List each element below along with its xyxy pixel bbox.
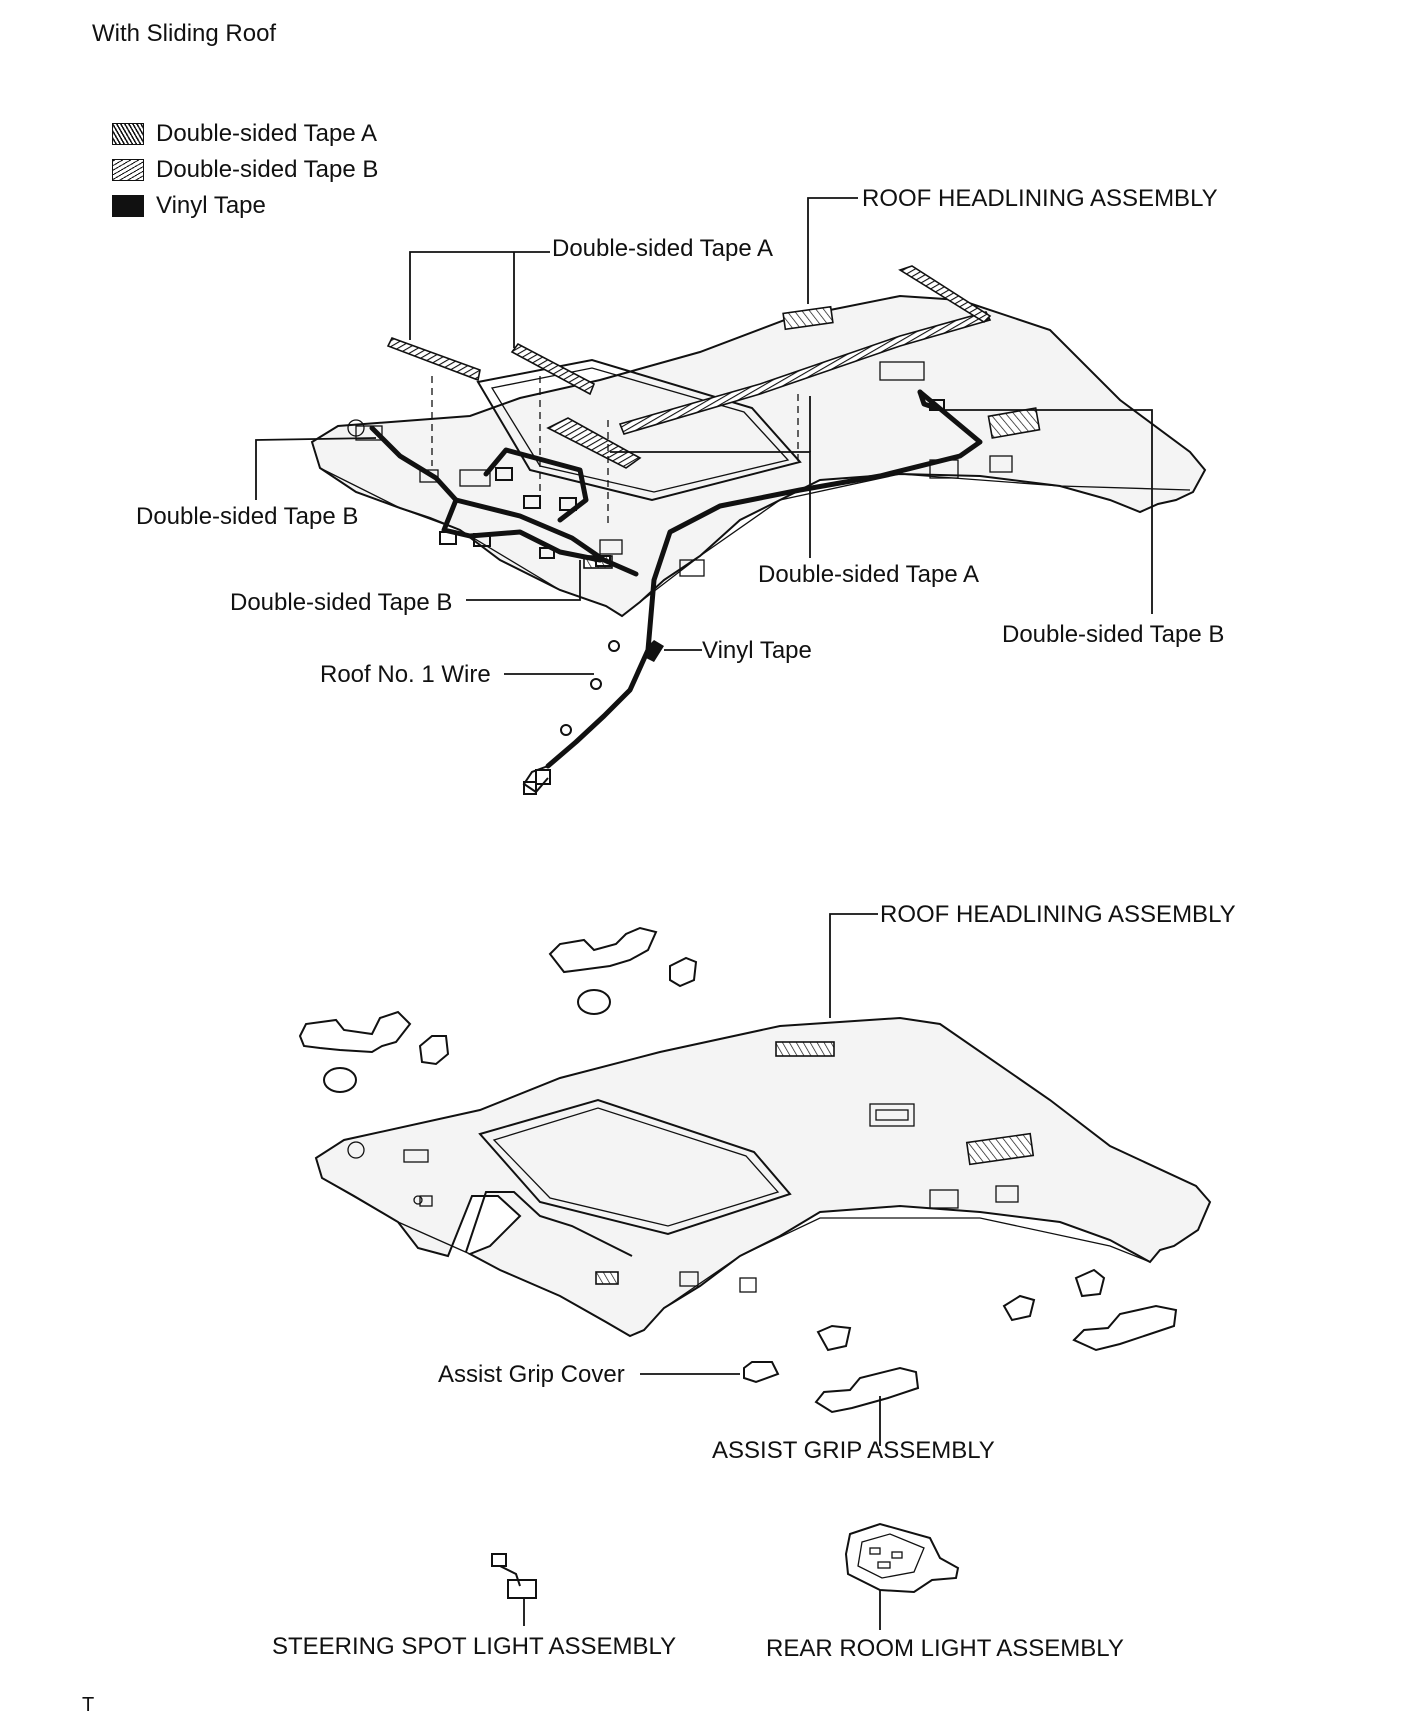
- label-steering-spot-light: STEERING SPOT LIGHT ASSEMBLY: [272, 1633, 676, 1660]
- label-roof-wire: Roof No. 1 Wire: [320, 661, 491, 688]
- assist-grip-top: [298, 926, 698, 1093]
- solid-black-icon: [112, 195, 144, 217]
- tape-a-strip: [898, 265, 992, 324]
- tape-a-strip: [386, 337, 481, 382]
- page-title: With Sliding Roof: [92, 20, 277, 47]
- steering-spot-light: [491, 1553, 537, 1599]
- label-roof-headlining-bottom: ROOF HEADLINING ASSEMBLY: [880, 901, 1236, 928]
- rear-room-light: [844, 1522, 960, 1594]
- label-roof-headlining-top: ROOF HEADLINING ASSEMBLY: [862, 185, 1218, 212]
- tape-a-strip: [546, 417, 642, 469]
- assist-grip-bottom: [743, 1268, 1178, 1414]
- label-assist-grip-cover: Assist Grip Cover: [438, 1361, 625, 1388]
- legend-label: Vinyl Tape: [156, 192, 266, 219]
- legend-label: Double-sided Tape B: [156, 156, 379, 183]
- vinyl-tape-piece: [646, 640, 664, 662]
- legend-item-vinyl-tape: Vinyl Tape: [112, 188, 378, 224]
- legend: Double-sided Tape A Double-sided Tape B …: [112, 116, 378, 224]
- label-vinyl-tape: Vinyl Tape: [702, 637, 812, 664]
- label-tape-a-top: Double-sided Tape A: [552, 235, 773, 262]
- bottom-roof-headlining: [314, 1016, 1212, 1338]
- tape-a-strip: [618, 311, 992, 435]
- label-tape-b-lower-left: Double-sided Tape B: [230, 589, 452, 616]
- fine-hatch-icon: [112, 159, 144, 181]
- label-tape-b-right: Double-sided Tape B: [1002, 621, 1224, 648]
- tape-a-strip: [510, 342, 596, 396]
- roof-no-1-wire: [369, 389, 983, 795]
- diagonal-hatch-icon: [112, 123, 144, 145]
- label-assist-grip-assembly: ASSIST GRIP ASSEMBLY: [712, 1437, 995, 1464]
- label-tape-a-mid: Double-sided Tape A: [758, 561, 979, 588]
- label-rear-room-light: REAR ROOM LIGHT ASSEMBLY: [766, 1635, 1124, 1662]
- legend-item-tape-b: Double-sided Tape B: [112, 152, 378, 188]
- label-tape-b-left: Double-sided Tape B: [136, 503, 358, 530]
- footer-code: T: [82, 1694, 95, 1716]
- legend-item-tape-a: Double-sided Tape A: [112, 116, 378, 152]
- top-roof-headlining: [310, 294, 1207, 618]
- legend-label: Double-sided Tape A: [156, 120, 378, 147]
